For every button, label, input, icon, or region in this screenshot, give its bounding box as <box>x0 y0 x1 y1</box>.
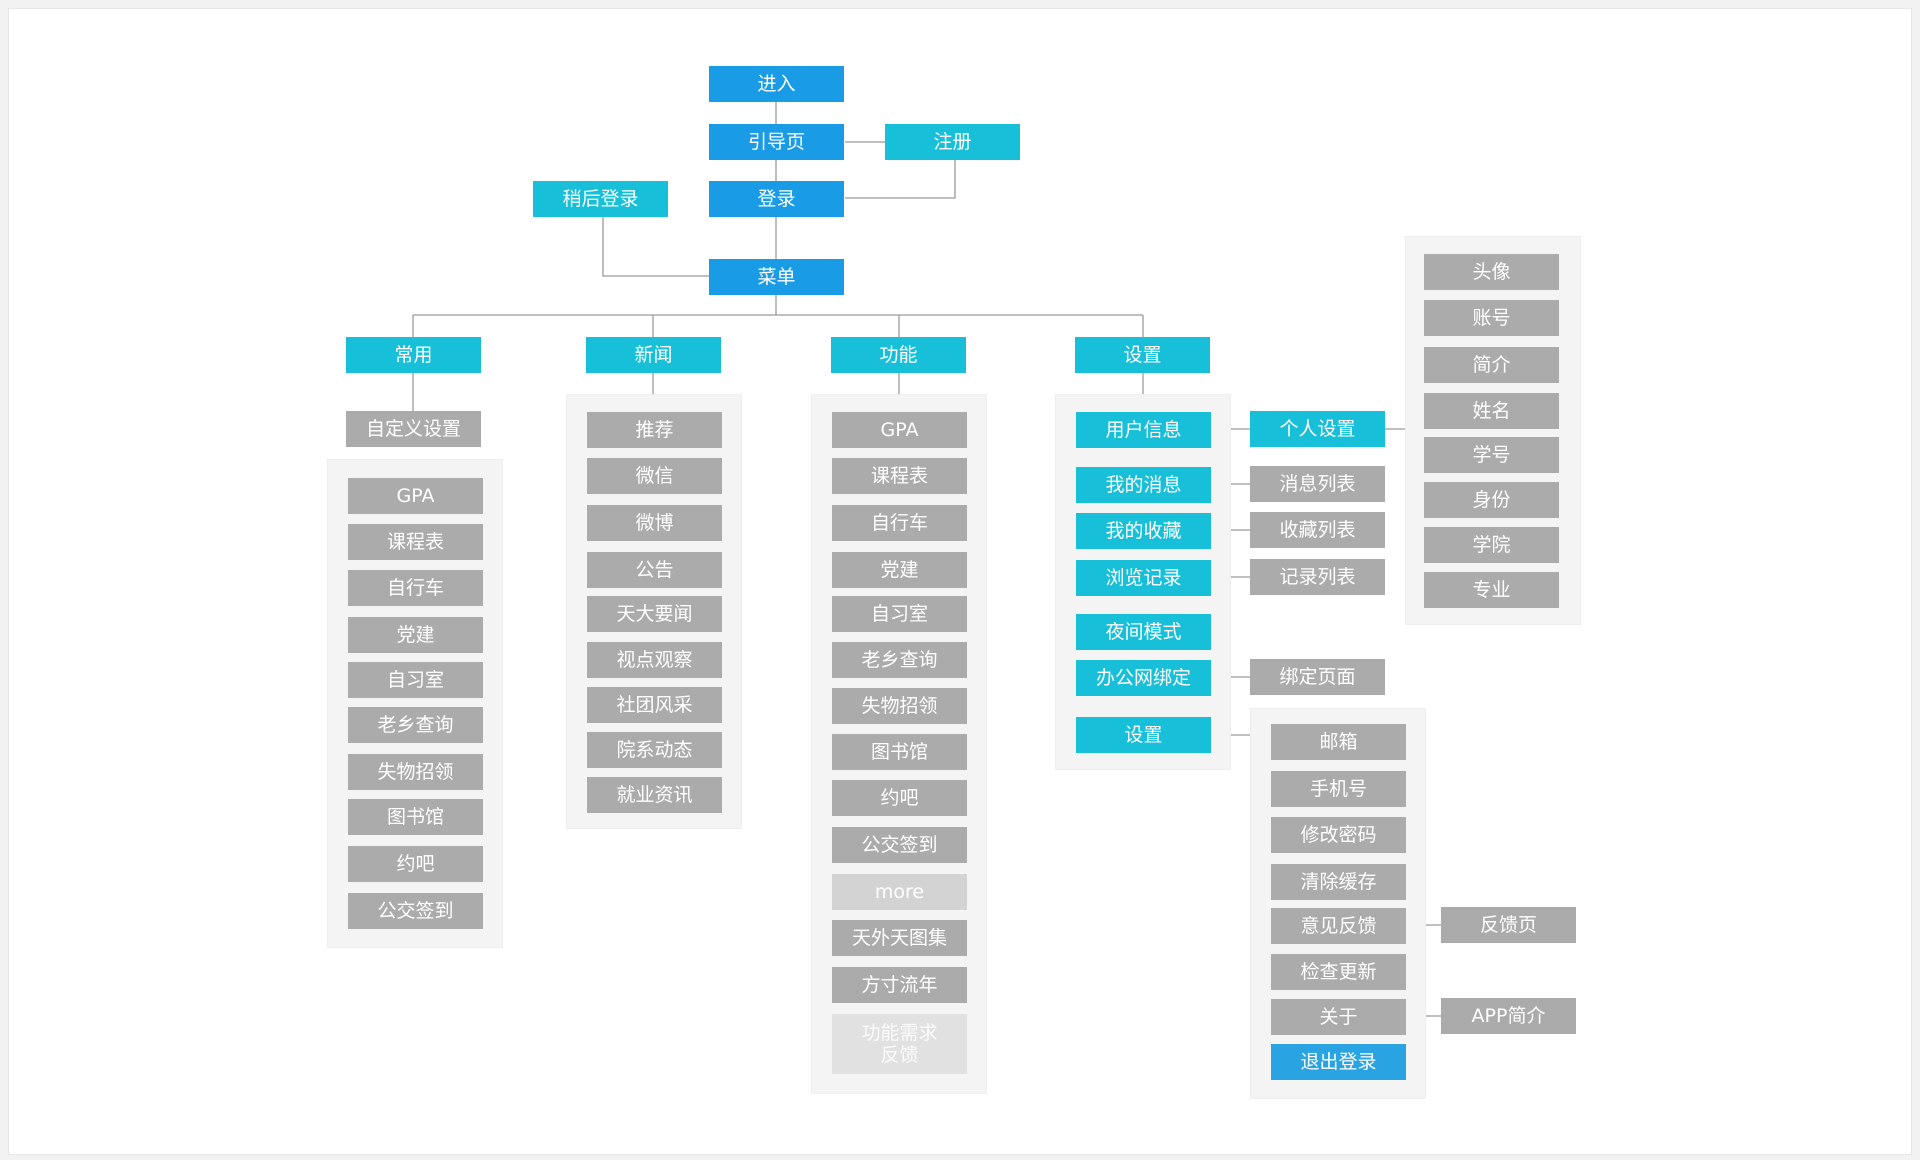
profile-item: 账号 <box>1424 300 1559 336</box>
common-item: 自行车 <box>348 570 483 606</box>
function-item: 课程表 <box>832 458 967 494</box>
news-items-panel: 推荐 微信 微博 公告 天大要闻 视点观察 社团风采 院系动态 就业资讯 <box>566 394 742 829</box>
profile-item: 学院 <box>1424 527 1559 563</box>
common-item: 党建 <box>348 617 483 653</box>
function-item: 党建 <box>832 552 967 588</box>
menu-node: 菜单 <box>709 259 844 295</box>
settings-sub-item: 意见反馈 <box>1271 908 1406 944</box>
common-item: 图书馆 <box>348 799 483 835</box>
night-mode-node: 夜间模式 <box>1076 614 1211 650</box>
function-item: GPA <box>832 412 967 448</box>
common-items-panel: GPA 课程表 自行车 党建 自习室 老乡查询 失物招领 图书馆 约吧 公交签到 <box>327 459 503 948</box>
function-item: 方寸流年 <box>832 967 967 1003</box>
profile-item: 专业 <box>1424 572 1559 608</box>
user-info-node: 用户信息 <box>1076 412 1211 448</box>
settings-sub-item: 手机号 <box>1271 771 1406 807</box>
personal-settings-node: 个人设置 <box>1250 411 1385 447</box>
news-item: 社团风采 <box>587 687 722 723</box>
message-list-node: 消息列表 <box>1250 466 1385 502</box>
news-node: 新闻 <box>586 337 721 373</box>
settings-sub-item: 清除缓存 <box>1271 864 1406 900</box>
function-item: 图书馆 <box>832 734 967 770</box>
function-items-panel: GPA 课程表 自行车 党建 自习室 老乡查询 失物招领 图书馆 约吧 公交签到… <box>811 394 987 1094</box>
common-node: 常用 <box>346 337 481 373</box>
common-item: 老乡查询 <box>348 707 483 743</box>
feedback-page-node: 反馈页 <box>1441 907 1576 943</box>
bind-page-node: 绑定页面 <box>1250 659 1385 695</box>
profile-item: 姓名 <box>1424 393 1559 429</box>
custom-settings-node: 自定义设置 <box>346 411 481 447</box>
settings-items-panel: 用户信息 我的消息 我的收藏 浏览记录 夜间模式 办公网绑定 设置 <box>1055 394 1231 770</box>
office-bind-node: 办公网绑定 <box>1076 660 1211 696</box>
common-item: GPA <box>348 478 483 514</box>
function-item: 天外天图集 <box>832 920 967 956</box>
settings-sub-item: 邮箱 <box>1271 724 1406 760</box>
profile-item: 简介 <box>1424 347 1559 383</box>
function-item: 自习室 <box>832 596 967 632</box>
common-item: 失物招领 <box>348 754 483 790</box>
register-node: 注册 <box>885 124 1020 160</box>
common-item: 自习室 <box>348 662 483 698</box>
function-item-more: more <box>832 874 967 910</box>
settings-sub-item: 检查更新 <box>1271 954 1406 990</box>
history-list-node: 记录列表 <box>1250 559 1385 595</box>
settings-node: 设置 <box>1075 337 1210 373</box>
news-item: 院系动态 <box>587 732 722 768</box>
settings-sub-item: 关于 <box>1271 999 1406 1035</box>
browse-history-node: 浏览记录 <box>1076 560 1211 596</box>
profile-item: 学号 <box>1424 437 1559 473</box>
function-item: 约吧 <box>832 780 967 816</box>
news-item: 公告 <box>587 552 722 588</box>
my-favorites-node: 我的收藏 <box>1076 513 1211 549</box>
enter-node: 进入 <box>709 66 844 102</box>
profile-item: 头像 <box>1424 254 1559 290</box>
guide-page-node: 引导页 <box>709 124 844 160</box>
function-item-feedback: 功能需求反馈 <box>832 1014 967 1074</box>
news-item: 微博 <box>587 505 722 541</box>
function-item: 失物招领 <box>832 688 967 724</box>
my-messages-node: 我的消息 <box>1076 467 1211 503</box>
profile-items-panel: 头像 账号 简介 姓名 学号 身份 学院 专业 <box>1405 236 1581 625</box>
app-intro-node: APP简介 <box>1441 998 1576 1034</box>
later-login-node: 稍后登录 <box>533 181 668 217</box>
news-item: 天大要闻 <box>587 596 722 632</box>
common-item: 约吧 <box>348 846 483 882</box>
settings-sub-node: 设置 <box>1076 717 1211 753</box>
news-item: 就业资讯 <box>587 777 722 813</box>
news-item: 推荐 <box>587 412 722 448</box>
settings-sub-panel: 邮箱 手机号 修改密码 清除缓存 意见反馈 检查更新 关于 退出登录 <box>1250 708 1426 1099</box>
function-item: 自行车 <box>832 505 967 541</box>
settings-sub-item: 修改密码 <box>1271 817 1406 853</box>
login-node: 登录 <box>709 181 844 217</box>
function-item: 老乡查询 <box>832 642 967 678</box>
news-item: 微信 <box>587 458 722 494</box>
functions-node: 功能 <box>831 337 966 373</box>
news-item: 视点观察 <box>587 642 722 678</box>
common-item: 公交签到 <box>348 893 483 929</box>
favorites-list-node: 收藏列表 <box>1250 512 1385 548</box>
function-item: 公交签到 <box>832 827 967 863</box>
logout-node: 退出登录 <box>1271 1044 1406 1080</box>
profile-item: 身份 <box>1424 482 1559 518</box>
common-item: 课程表 <box>348 524 483 560</box>
